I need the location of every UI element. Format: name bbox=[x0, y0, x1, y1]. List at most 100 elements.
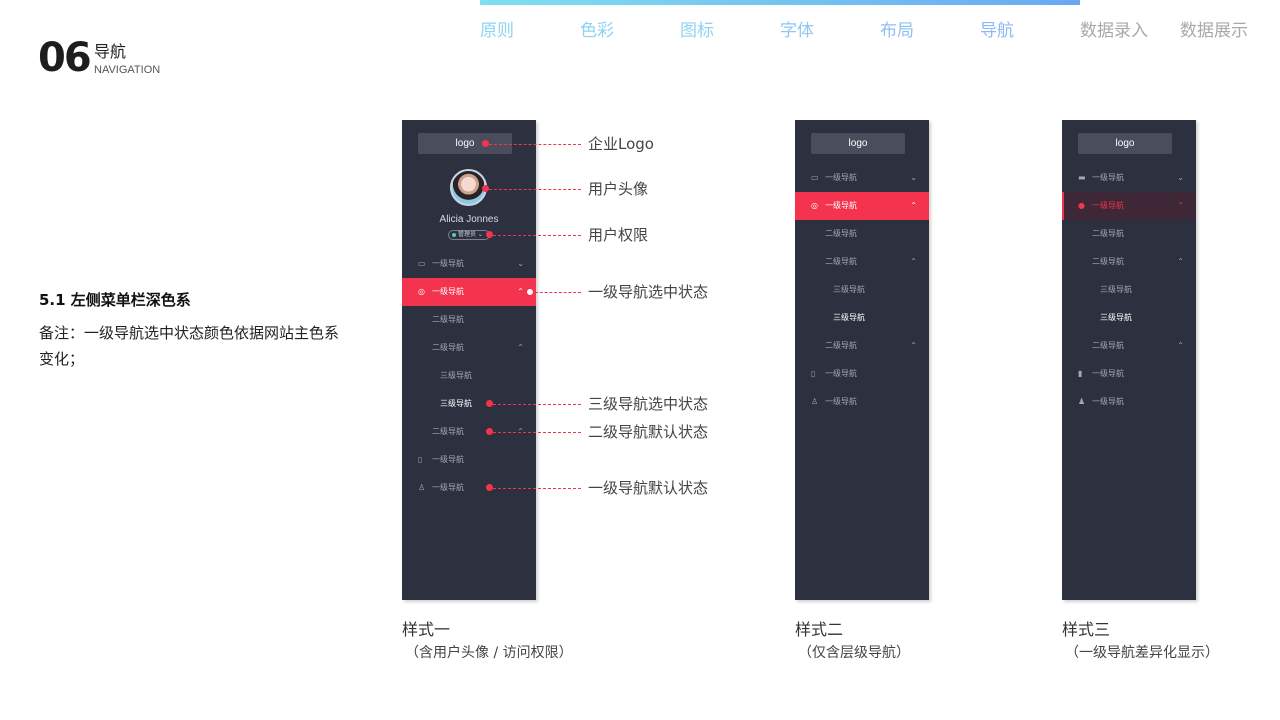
nav-item-label: 三级导航 bbox=[440, 399, 472, 408]
target-icon: ◎ bbox=[418, 287, 425, 296]
nav-item-label: 二级导航 bbox=[825, 257, 857, 266]
annotation-logo: 企业Logo bbox=[588, 135, 654, 153]
nav-item-label: 二级导航 bbox=[1092, 229, 1124, 238]
annotation-dot bbox=[482, 185, 489, 192]
description-title: 5.1 左侧菜单栏深色系 bbox=[39, 291, 191, 309]
nav-item-label: 三级导航 bbox=[1100, 285, 1132, 294]
annotation-line bbox=[493, 432, 581, 433]
annotation-level2-default: 二级导航默认状态 bbox=[588, 423, 709, 441]
nav-item-level1[interactable]: ▯ 一级导航 bbox=[795, 360, 929, 388]
nav-item-label: 一级导航 bbox=[432, 483, 464, 492]
nav-item-label: 二级导航 bbox=[825, 341, 857, 350]
sidebar-logo[interactable]: logo bbox=[418, 133, 512, 154]
nav-item-level2[interactable]: 二级导航 bbox=[795, 220, 929, 248]
nav-item-label: 三级导航 bbox=[833, 313, 865, 322]
nav-item-label: 一级导航 bbox=[1092, 397, 1124, 406]
nav-item-label: 二级导航 bbox=[1092, 341, 1124, 350]
chevron-up-icon: ⌃ bbox=[517, 287, 524, 296]
nav-item-level1-active[interactable]: ◎ 一级导航 ⌃ bbox=[795, 192, 929, 220]
nav-item-level2[interactable]: 二级导航 ⌃ bbox=[402, 334, 536, 362]
tab-data-display[interactable]: 数据展示 bbox=[1180, 21, 1248, 41]
nav-item-level3-selected[interactable]: 三级导航 bbox=[402, 390, 536, 418]
nav-item-label: 一级导航 bbox=[432, 259, 464, 268]
tab-principles[interactable]: 原则 bbox=[480, 21, 514, 41]
annotation-dot bbox=[486, 428, 493, 435]
nav-item-level1[interactable]: ♙ 一级导航 bbox=[795, 388, 929, 416]
nav-item-level1[interactable]: ♙ 一级导航 bbox=[402, 474, 536, 502]
chevron-up-icon: ⌃ bbox=[1177, 201, 1184, 210]
chevron-down-icon: ⌄ bbox=[910, 173, 917, 182]
section-title: 导航 bbox=[94, 42, 127, 61]
sidebar-logo[interactable]: logo bbox=[1078, 133, 1172, 154]
nav-item-level2[interactable]: 二级导航 ⌃ bbox=[1062, 332, 1196, 360]
annotation-line bbox=[493, 235, 581, 236]
tab-color[interactable]: 色彩 bbox=[580, 21, 614, 41]
annotation-permission: 用户权限 bbox=[588, 226, 649, 244]
sidebar-logo[interactable]: logo bbox=[811, 133, 905, 154]
annotation-line bbox=[493, 404, 581, 405]
tab-navigation[interactable]: 导航 bbox=[980, 21, 1014, 41]
nav-item-label: 二级导航 bbox=[825, 229, 857, 238]
nav-item-label: 一级导航 bbox=[432, 287, 464, 296]
nav-item-level3-selected[interactable]: 三级导航 bbox=[1062, 304, 1196, 332]
book-icon: ▮ bbox=[1078, 369, 1083, 378]
monitor-icon: ▬ bbox=[1078, 173, 1086, 182]
nav-item-level2[interactable]: 二级导航 bbox=[402, 306, 536, 334]
tab-typography[interactable]: 字体 bbox=[780, 21, 814, 41]
nav-item-label: 二级导航 bbox=[432, 427, 464, 436]
annotation-dot bbox=[486, 484, 493, 491]
nav-item-level1[interactable]: ▯ 一级导航 bbox=[402, 446, 536, 474]
nav-item-level1[interactable]: ▭ 一级导航 ⌄ bbox=[402, 250, 536, 278]
nav-item-level1[interactable]: ▬ 一级导航 ⌄ bbox=[1062, 164, 1196, 192]
annotation-line bbox=[535, 292, 581, 293]
annotation-line bbox=[489, 189, 581, 190]
nav-item-level2[interactable]: 二级导航 bbox=[1062, 220, 1196, 248]
nav-item-level1-active[interactable]: ◎ 一级导航 ⌃ bbox=[402, 278, 536, 306]
chevron-up-icon: ⌃ bbox=[1177, 341, 1184, 350]
book-icon: ▯ bbox=[418, 455, 423, 464]
nav-item-level3-selected[interactable]: 三级导航 bbox=[795, 304, 929, 332]
section-number: 06 bbox=[38, 35, 92, 81]
nav-item-label: 三级导航 bbox=[1100, 313, 1132, 322]
tab-layout[interactable]: 布局 bbox=[880, 21, 914, 41]
user-icon: ♙ bbox=[418, 483, 426, 492]
sidebar-style-one: logo Alicia Jonnes 管理员 ⌄ ▭ 一级导航 ⌄ ◎ 一级导航… bbox=[402, 120, 536, 600]
nav-item-level1[interactable]: ♟ 一级导航 bbox=[1062, 388, 1196, 416]
nav-item-label: 一级导航 bbox=[825, 369, 857, 378]
status-dot bbox=[452, 233, 456, 237]
sidebar-style-two: logo ▭ 一级导航 ⌄ ◎ 一级导航 ⌃ 二级导航 二级导航 ⌃ 三级导航 … bbox=[795, 120, 929, 600]
chevron-up-icon: ⌃ bbox=[910, 201, 917, 210]
style-two-caption-sub: （仅含层级导航） bbox=[798, 645, 910, 661]
nav-item-level2[interactable]: 二级导航 ⌃ bbox=[795, 332, 929, 360]
nav-item-level2[interactable]: 二级导航 ⌃ bbox=[1062, 248, 1196, 276]
nav-item-level2[interactable]: 二级导航 ⌃ bbox=[795, 248, 929, 276]
tab-icons[interactable]: 图标 bbox=[680, 21, 714, 41]
nav-item-level1[interactable]: ▮ 一级导航 bbox=[1062, 360, 1196, 388]
chevron-down-icon: ⌄ bbox=[517, 259, 524, 268]
annotation-dot bbox=[486, 400, 493, 407]
monitor-icon: ▭ bbox=[418, 259, 426, 268]
style-three-caption-sub: （一级导航差异化显示） bbox=[1065, 645, 1219, 661]
nav-item-label: 三级导航 bbox=[440, 371, 472, 380]
nav-item-level2[interactable]: 二级导航 ⌃ bbox=[402, 418, 536, 446]
annotation-avatar: 用户头像 bbox=[588, 180, 649, 198]
annotation-line bbox=[489, 144, 581, 145]
nav-item-label: 一级导航 bbox=[825, 201, 857, 210]
annotation-level1-default: 一级导航默认状态 bbox=[588, 479, 709, 497]
role-badge[interactable]: 管理员 ⌄ bbox=[448, 230, 490, 240]
nav-item-level3[interactable]: 三级导航 bbox=[1062, 276, 1196, 304]
nav-item-level3[interactable]: 三级导航 bbox=[402, 362, 536, 390]
nav-item-level3[interactable]: 三级导航 bbox=[795, 276, 929, 304]
monitor-icon: ▭ bbox=[811, 173, 819, 182]
chevron-up-icon: ⌃ bbox=[910, 341, 917, 350]
nav-item-level1[interactable]: ▭ 一级导航 ⌄ bbox=[795, 164, 929, 192]
sidebar-style-three: logo ▬ 一级导航 ⌄ ● 一级导航 ⌃ 二级导航 二级导航 ⌃ 三级导航 … bbox=[1062, 120, 1196, 600]
nav-item-level1-active[interactable]: ● 一级导航 ⌃ bbox=[1062, 192, 1196, 220]
top-nav-indicator-bar bbox=[480, 0, 1080, 5]
tab-data-entry[interactable]: 数据录入 bbox=[1080, 21, 1148, 41]
nav-item-label: 二级导航 bbox=[432, 343, 464, 352]
annotation-dot bbox=[526, 288, 534, 296]
target-icon: ◎ bbox=[811, 201, 818, 210]
section-subtitle: NAVIGATION bbox=[94, 64, 161, 76]
nav-item-label: 一级导航 bbox=[1092, 173, 1124, 182]
